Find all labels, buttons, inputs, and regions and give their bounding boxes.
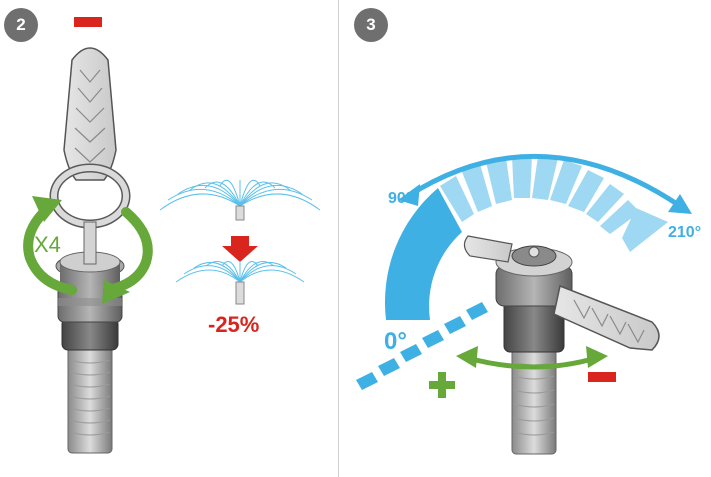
arrow-heads [32, 196, 130, 304]
down-arrow-icon [222, 236, 258, 262]
adjustment-tool-left [49, 47, 131, 265]
rotate-arrows-icon [23, 203, 153, 295]
nozzle-bottom [235, 281, 245, 305]
minus-icon [74, 17, 102, 27]
sprinkler-body-right [495, 245, 573, 455]
nozzle-top [235, 205, 245, 221]
step-badge-3: 3 [354, 8, 388, 42]
angle-mid-label: 90° [388, 190, 413, 207]
rotation-count-label: X4 [34, 232, 61, 257]
adjust-direction-arrow [456, 346, 608, 370]
spray-pattern-full [159, 179, 321, 211]
step-badge-2: 2 [4, 8, 38, 42]
spray-pattern-reduced [175, 261, 305, 283]
reduction-percent-label: -25% [208, 312, 260, 337]
angle-arc-base [356, 188, 488, 390]
angle-end-label: 210° [668, 224, 702, 241]
sprinkler-body-left [55, 251, 125, 454]
minus-icon-right [588, 372, 616, 382]
angle-start-label: 0° [384, 328, 407, 355]
panel-divider [338, 0, 339, 477]
plus-icon [429, 372, 455, 398]
angle-arc-segments [440, 156, 640, 234]
adjustment-tool-right [463, 235, 660, 351]
angle-arc-tip [622, 208, 668, 252]
range-arrow [398, 153, 692, 214]
